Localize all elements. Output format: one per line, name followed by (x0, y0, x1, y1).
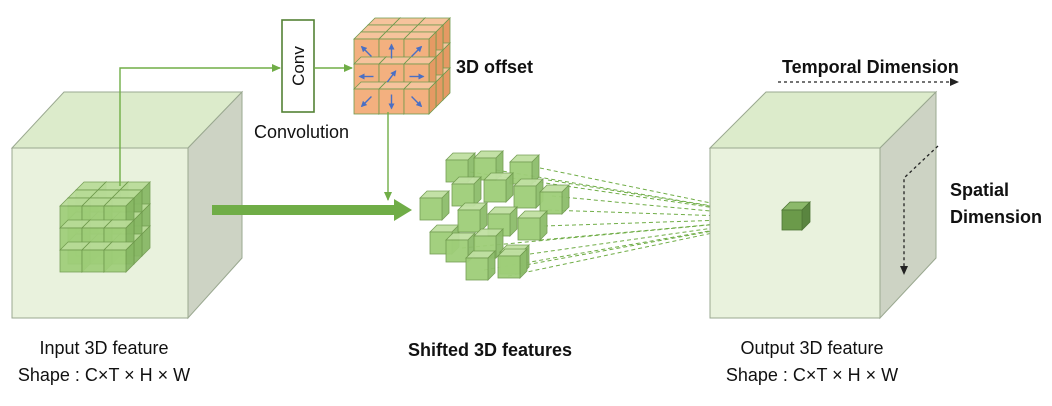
output-title: Output 3D feature (740, 338, 883, 358)
convolution-label: Convolution (254, 122, 349, 142)
conv-box (281, 19, 315, 113)
shifted-cube-cluster (419, 150, 570, 281)
offset-direction-arrow (411, 96, 423, 108)
shifted-unit-cube (509, 154, 540, 185)
shifted-unit-cube (457, 202, 488, 233)
input-shape: Shape : C×T × H × W (18, 365, 190, 385)
receptive-field-line (519, 217, 785, 267)
output-volume (708, 90, 938, 320)
input-volume (10, 90, 244, 320)
shifted-unit-cube (419, 190, 450, 221)
shifted-unit-cube (539, 184, 570, 215)
spatial-label-line2: Dimension (950, 207, 1042, 227)
output-cube (781, 201, 811, 231)
offset-direction-arrow (386, 70, 397, 83)
shifted-unit-cube (513, 178, 544, 209)
conv-box-label: Conv (289, 46, 308, 86)
input-cube-block (59, 181, 151, 273)
offset-direction-arrow (411, 45, 423, 57)
receptive-field-line (507, 217, 785, 277)
conv-block: Conv (281, 19, 315, 113)
shifted-label: Shifted 3D features (408, 340, 572, 360)
offset-direction-arrow (360, 45, 372, 57)
input-to-conv-connector (119, 64, 281, 186)
output-shape: Shape : C×T × H × W (726, 365, 898, 385)
shifted-unit-cube (483, 172, 514, 203)
spatial-label-line1: Spatial (950, 180, 1009, 200)
offset-direction-arrow (360, 96, 372, 108)
output-volume-front (709, 147, 881, 319)
input-unit-cube (103, 241, 135, 273)
input-title: Input 3D feature (39, 338, 168, 358)
shifted-unit-cube (517, 210, 548, 241)
shifted-unit-cube (465, 250, 496, 281)
input-to-shifted-arrow (212, 199, 412, 221)
receptive-field-line (551, 195, 785, 219)
receptive-field-line (543, 217, 785, 227)
shifted-unit-cube (451, 176, 482, 207)
spatial-arrow (900, 145, 939, 275)
temporal-label: Temporal Dimension (782, 57, 959, 77)
offset-label: 3D offset (456, 57, 533, 77)
offset-unit-cube (403, 81, 437, 115)
shifted-unit-cube (497, 248, 528, 279)
offset-cube (353, 17, 451, 115)
